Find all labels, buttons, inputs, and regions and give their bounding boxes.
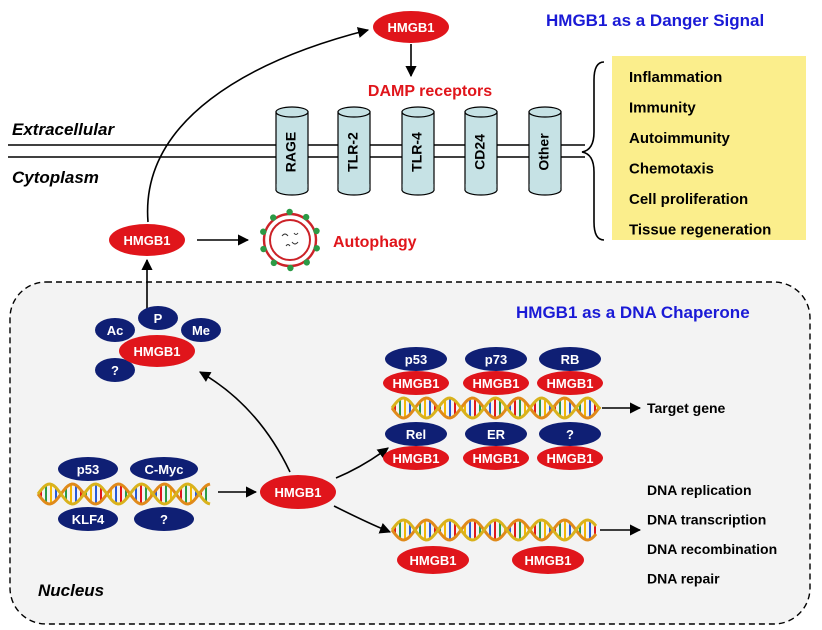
autophagosome-icon [260, 208, 320, 272]
outcome-item: Immunity [629, 100, 696, 117]
extracellular-label: Extracellular [12, 120, 115, 139]
svg-text:HMGB1: HMGB1 [124, 233, 171, 248]
receptor-label: TLR-4 [409, 132, 425, 172]
svg-text:p53: p53 [77, 462, 99, 477]
partner-upper-rb: RB [539, 347, 601, 371]
partner-upper-p53: p53 [385, 347, 447, 371]
svg-text:p53: p53 [405, 352, 427, 367]
partner-lower: Rel [385, 422, 447, 446]
damp-receptors-label: DAMP receptors [368, 83, 492, 100]
svg-text:Me: Me [192, 323, 210, 338]
svg-text:HMGB1: HMGB1 [547, 376, 594, 391]
svg-text:Rel: Rel [406, 427, 426, 442]
outcome-item: Tissue regeneration [629, 222, 771, 239]
svg-text:?: ? [160, 512, 168, 527]
svg-text:HMGB1: HMGB1 [473, 376, 520, 391]
svg-text:HMGB1: HMGB1 [525, 553, 572, 568]
svg-text:HMGB1: HMGB1 [134, 344, 181, 359]
arrow-central-to-bound-dna [333, 505, 392, 534]
svg-text:ER: ER [487, 427, 506, 442]
outcomes-list: InflammationImmunityAutoimmunityChemotax… [629, 69, 771, 239]
dna-helix-complex [390, 396, 602, 420]
hmgb1-cytoplasm: HMGB1 [109, 224, 185, 256]
svg-text:HMGB1: HMGB1 [388, 20, 435, 35]
partner-lower: ? [539, 422, 601, 446]
target-gene-label: Target gene [647, 400, 726, 416]
modified-hmgb1-cluster: Ac P Me ? HMGB1 [95, 306, 221, 382]
receptor-label: CD24 [472, 134, 488, 170]
svg-text:RB: RB [561, 352, 580, 367]
hmgb1-extracellular: HMGB1 [373, 11, 449, 43]
dna-process-item: DNA transcription [647, 512, 766, 528]
hmgb1-lower: HMGB1 [463, 446, 529, 470]
svg-text:?: ? [566, 427, 574, 442]
hmgb1-upper: HMGB1 [463, 371, 529, 395]
svg-text:HMGB1: HMGB1 [410, 553, 457, 568]
dna-chaperone-title: HMGB1 as a DNA Chaperone [516, 303, 750, 322]
outcome-item: Cell proliferation [629, 191, 748, 208]
svg-text:HMGB1: HMGB1 [547, 451, 594, 466]
partner-upper-p73: p73 [465, 347, 527, 371]
arrow-to-extracellular [146, 27, 370, 223]
dna-partner-complex: p53HMGB1p73HMGB1RBHMGB1RelHMGB1ERHMGB1?H… [383, 347, 603, 470]
svg-text:KLF4: KLF4 [72, 512, 105, 527]
svg-text:p73: p73 [485, 352, 507, 367]
svg-text:P: P [154, 311, 163, 326]
hmgb1-upper: HMGB1 [383, 371, 449, 395]
dna-process-item: DNA recombination [647, 541, 777, 557]
partner-lower: ER [465, 422, 527, 446]
danger-signal-title: HMGB1 as a Danger Signal [546, 11, 764, 30]
autophagy-label: Autophagy [333, 234, 417, 251]
outcomes-brace [581, 61, 605, 241]
receptor-rage: RAGE [275, 106, 309, 196]
dna-process-item: DNA repair [647, 571, 720, 587]
svg-text:?: ? [111, 363, 119, 378]
svg-text:HMGB1: HMGB1 [393, 451, 440, 466]
svg-text:HMGB1: HMGB1 [473, 451, 520, 466]
receptor-label: Other [536, 133, 552, 171]
hmgb1-lower: HMGB1 [383, 446, 449, 470]
outcome-item: Autoimmunity [629, 130, 730, 147]
dna-helix-hmgb1-bound [390, 518, 598, 542]
outcome-item: Chemotaxis [629, 161, 714, 178]
svg-text:HMGB1: HMGB1 [275, 485, 322, 500]
receptor-group: RAGE TLR-2 TLR-4 CD24 Other [275, 106, 562, 196]
receptor-label: TLR-2 [345, 132, 361, 172]
dna-process-item: DNA replication [647, 482, 752, 498]
hmgb1-upper: HMGB1 [537, 371, 603, 395]
receptor-tlr-4: TLR-4 [401, 106, 435, 196]
tf-partner-cluster: p53 C-Myc KLF4 ? [58, 457, 198, 531]
svg-text:C-Myc: C-Myc [144, 462, 183, 477]
dna-helix-tf [36, 482, 211, 506]
hmgb1-dna-bound: HMGB1 HMGB1 [397, 546, 584, 574]
hmgb1-lower: HMGB1 [537, 446, 603, 470]
hmgb1-nuclear-central: HMGB1 [260, 475, 336, 509]
receptor-tlr-2: TLR-2 [337, 106, 371, 196]
outcomes-box [612, 56, 806, 240]
arrow-central-to-complex [335, 447, 389, 479]
svg-text:Ac: Ac [107, 323, 124, 338]
nucleus-label: Nucleus [38, 581, 104, 600]
receptor-cd24: CD24 [464, 106, 498, 196]
outcome-item: Inflammation [629, 69, 722, 86]
receptor-other: Other [528, 106, 562, 196]
receptor-label: RAGE [283, 132, 299, 172]
svg-text:HMGB1: HMGB1 [393, 376, 440, 391]
cytoplasm-label: Cytoplasm [12, 168, 99, 187]
arrow-central-to-modified [199, 371, 291, 473]
